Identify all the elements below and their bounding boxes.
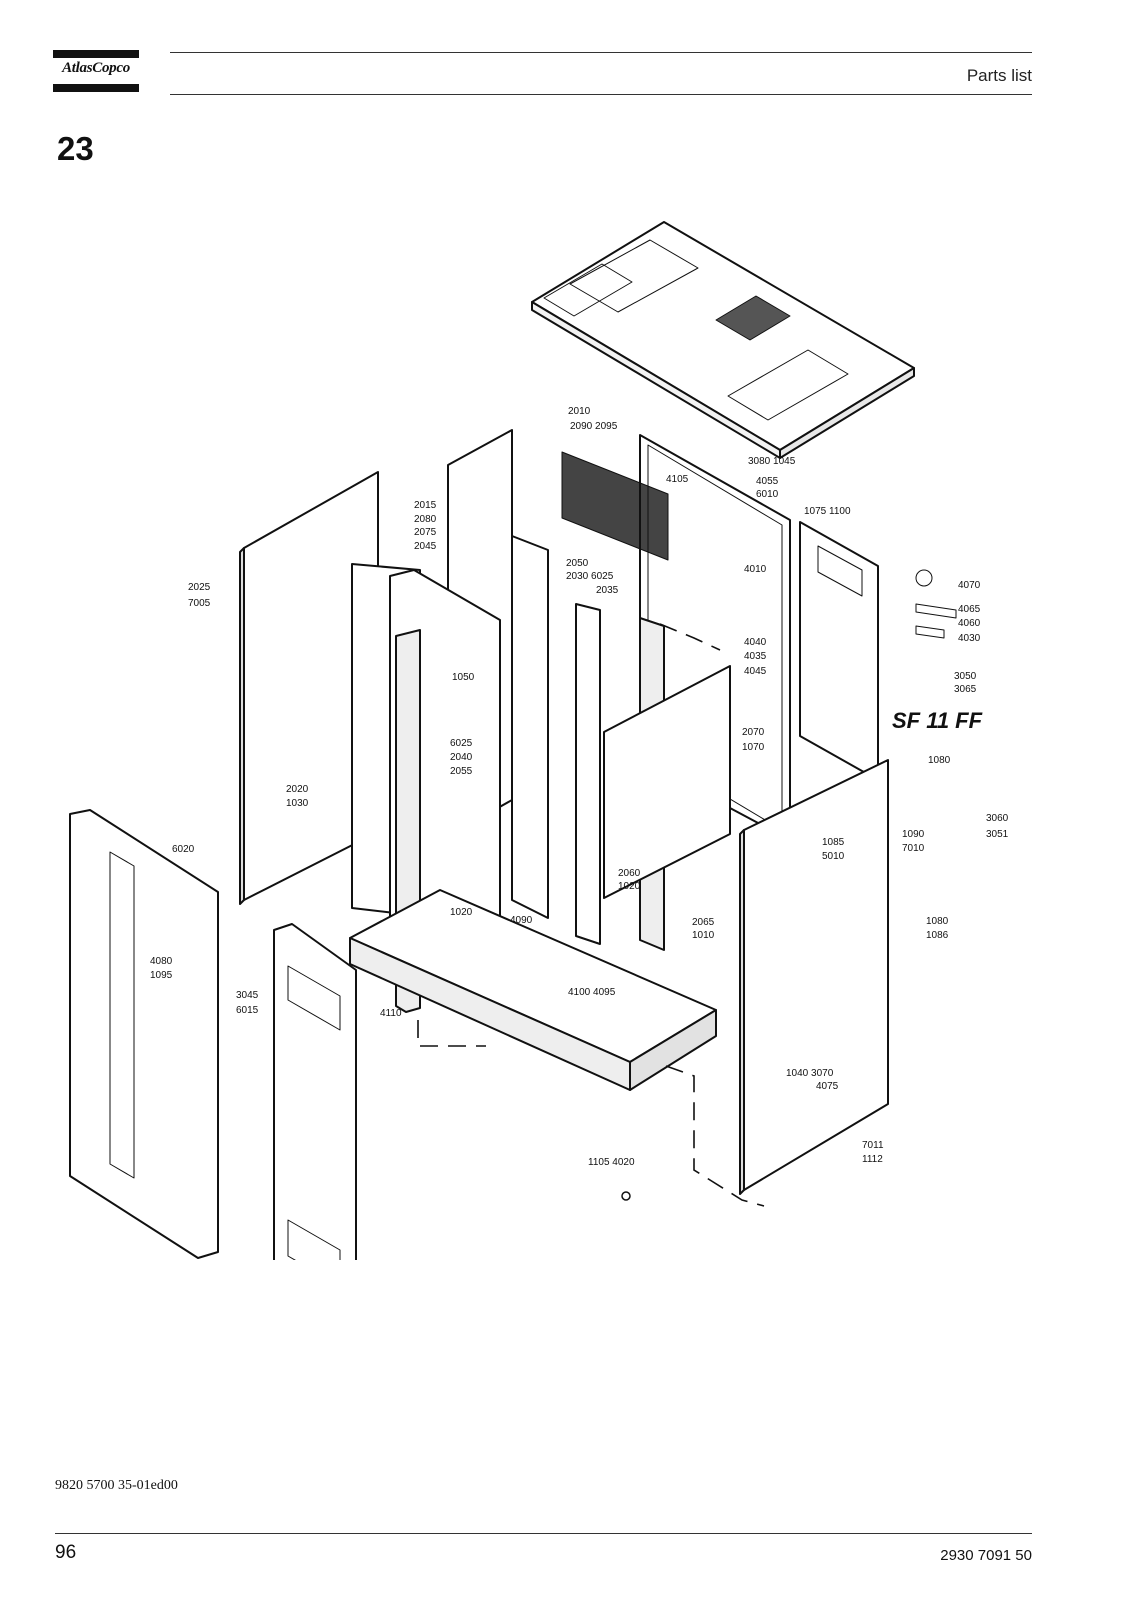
callout: 1095 — [150, 970, 173, 981]
callout: 6025 — [450, 738, 473, 749]
callout: 2020 — [286, 784, 309, 795]
callout: 4105 — [666, 474, 689, 485]
callout: 2015 — [414, 500, 437, 511]
callout: 1080 — [926, 916, 949, 927]
callout: 3050 — [954, 671, 977, 682]
callout: 2080 — [414, 514, 437, 525]
callout: 4075 — [816, 1081, 839, 1092]
callout: 1020 — [450, 907, 473, 918]
callout: 4070 — [958, 580, 981, 591]
callout: 7011 — [862, 1140, 884, 1151]
logo-top-bar — [53, 50, 139, 58]
footer-rule — [55, 1533, 1032, 1534]
callout: 5010 — [822, 851, 845, 862]
header-rule-bottom — [170, 94, 1032, 95]
callout: 4040 — [744, 637, 767, 648]
callout: 4010 — [744, 564, 767, 575]
callout: 1080 — [928, 755, 951, 766]
callout: 1085 — [822, 837, 845, 848]
callout: 4065 — [958, 604, 981, 615]
drawing-geometry — [69, 221, 957, 1260]
callout: 4030 — [958, 633, 981, 644]
document-code: 9820 5700 35-01ed00 — [55, 1478, 178, 1493]
callout: 1090 — [902, 829, 925, 840]
callout: 3080 1045 — [748, 456, 796, 467]
callout: 1112 — [862, 1154, 883, 1165]
callout: 2060 — [618, 868, 641, 879]
callout: 2045 — [414, 541, 437, 552]
callout: 2040 — [450, 752, 473, 763]
callout: 1075 1100 — [804, 506, 851, 517]
callout: 1040 3070 — [786, 1068, 834, 1079]
callout: 4080 — [150, 956, 173, 967]
page-number: 96 — [55, 1542, 77, 1563]
callout: 4055 — [756, 476, 779, 487]
part-number: 2930 7091 50 — [940, 1547, 1032, 1564]
callout: 4060 — [958, 618, 981, 629]
callout: 6020 — [172, 844, 195, 855]
callout: 4100 4095 — [568, 987, 616, 998]
callout: 1086 — [926, 930, 949, 941]
callout: 3051 — [986, 829, 1009, 840]
callout: 2065 — [692, 917, 715, 928]
callout: 7005 — [188, 598, 211, 609]
hidden-lines — [417, 623, 765, 1207]
header-title: Parts list — [966, 66, 1032, 85]
callout-labels: 2010 2090 2095 3080 1045 4105 4055 6010 … — [150, 406, 1009, 1168]
callout: 6015 — [236, 1005, 259, 1016]
logo-text: AtlasCopco — [62, 60, 130, 76]
exploded-parts-drawing: 2010 2090 2095 3080 1045 4105 4055 6010 … — [0, 200, 1131, 1260]
callout: 2055 — [450, 766, 473, 777]
section-number: 23 — [57, 130, 94, 167]
model-decal: SF 11 FF — [892, 708, 983, 733]
callout: 3045 — [236, 990, 259, 1001]
callout: 1030 — [286, 798, 309, 809]
callout: 1020 — [618, 881, 641, 892]
callout: 2030 6025 — [566, 571, 614, 582]
callout: 1050 — [452, 672, 475, 683]
callout: 2010 — [568, 406, 591, 417]
callout: 4035 — [744, 651, 767, 662]
header-rule-top — [170, 52, 1032, 53]
callout: 2075 — [414, 527, 437, 538]
callout: 4090 — [510, 915, 533, 926]
logo-bottom-bar — [53, 84, 139, 92]
callout: 6010 — [756, 489, 779, 500]
callout: 2090 2095 — [570, 421, 618, 432]
atlas-copco-logo: AtlasCopco — [53, 50, 139, 94]
callout: 3060 — [986, 813, 1009, 824]
callout: 3065 — [954, 684, 977, 695]
callout: 4045 — [744, 666, 767, 677]
callout: 2070 — [742, 727, 765, 738]
exploded-view-svg: 2010 2090 2095 3080 1045 4105 4055 6010 … — [69, 221, 1009, 1260]
callout: 1105 4020 — [588, 1157, 635, 1168]
callout: 2025 — [188, 582, 211, 593]
callout: 1010 — [692, 930, 715, 941]
callout: 2035 — [596, 585, 619, 596]
callout: 4110 — [380, 1008, 402, 1019]
callout: 7010 — [902, 843, 925, 854]
callout: 2050 — [566, 558, 589, 569]
callout: 1070 — [742, 742, 765, 753]
